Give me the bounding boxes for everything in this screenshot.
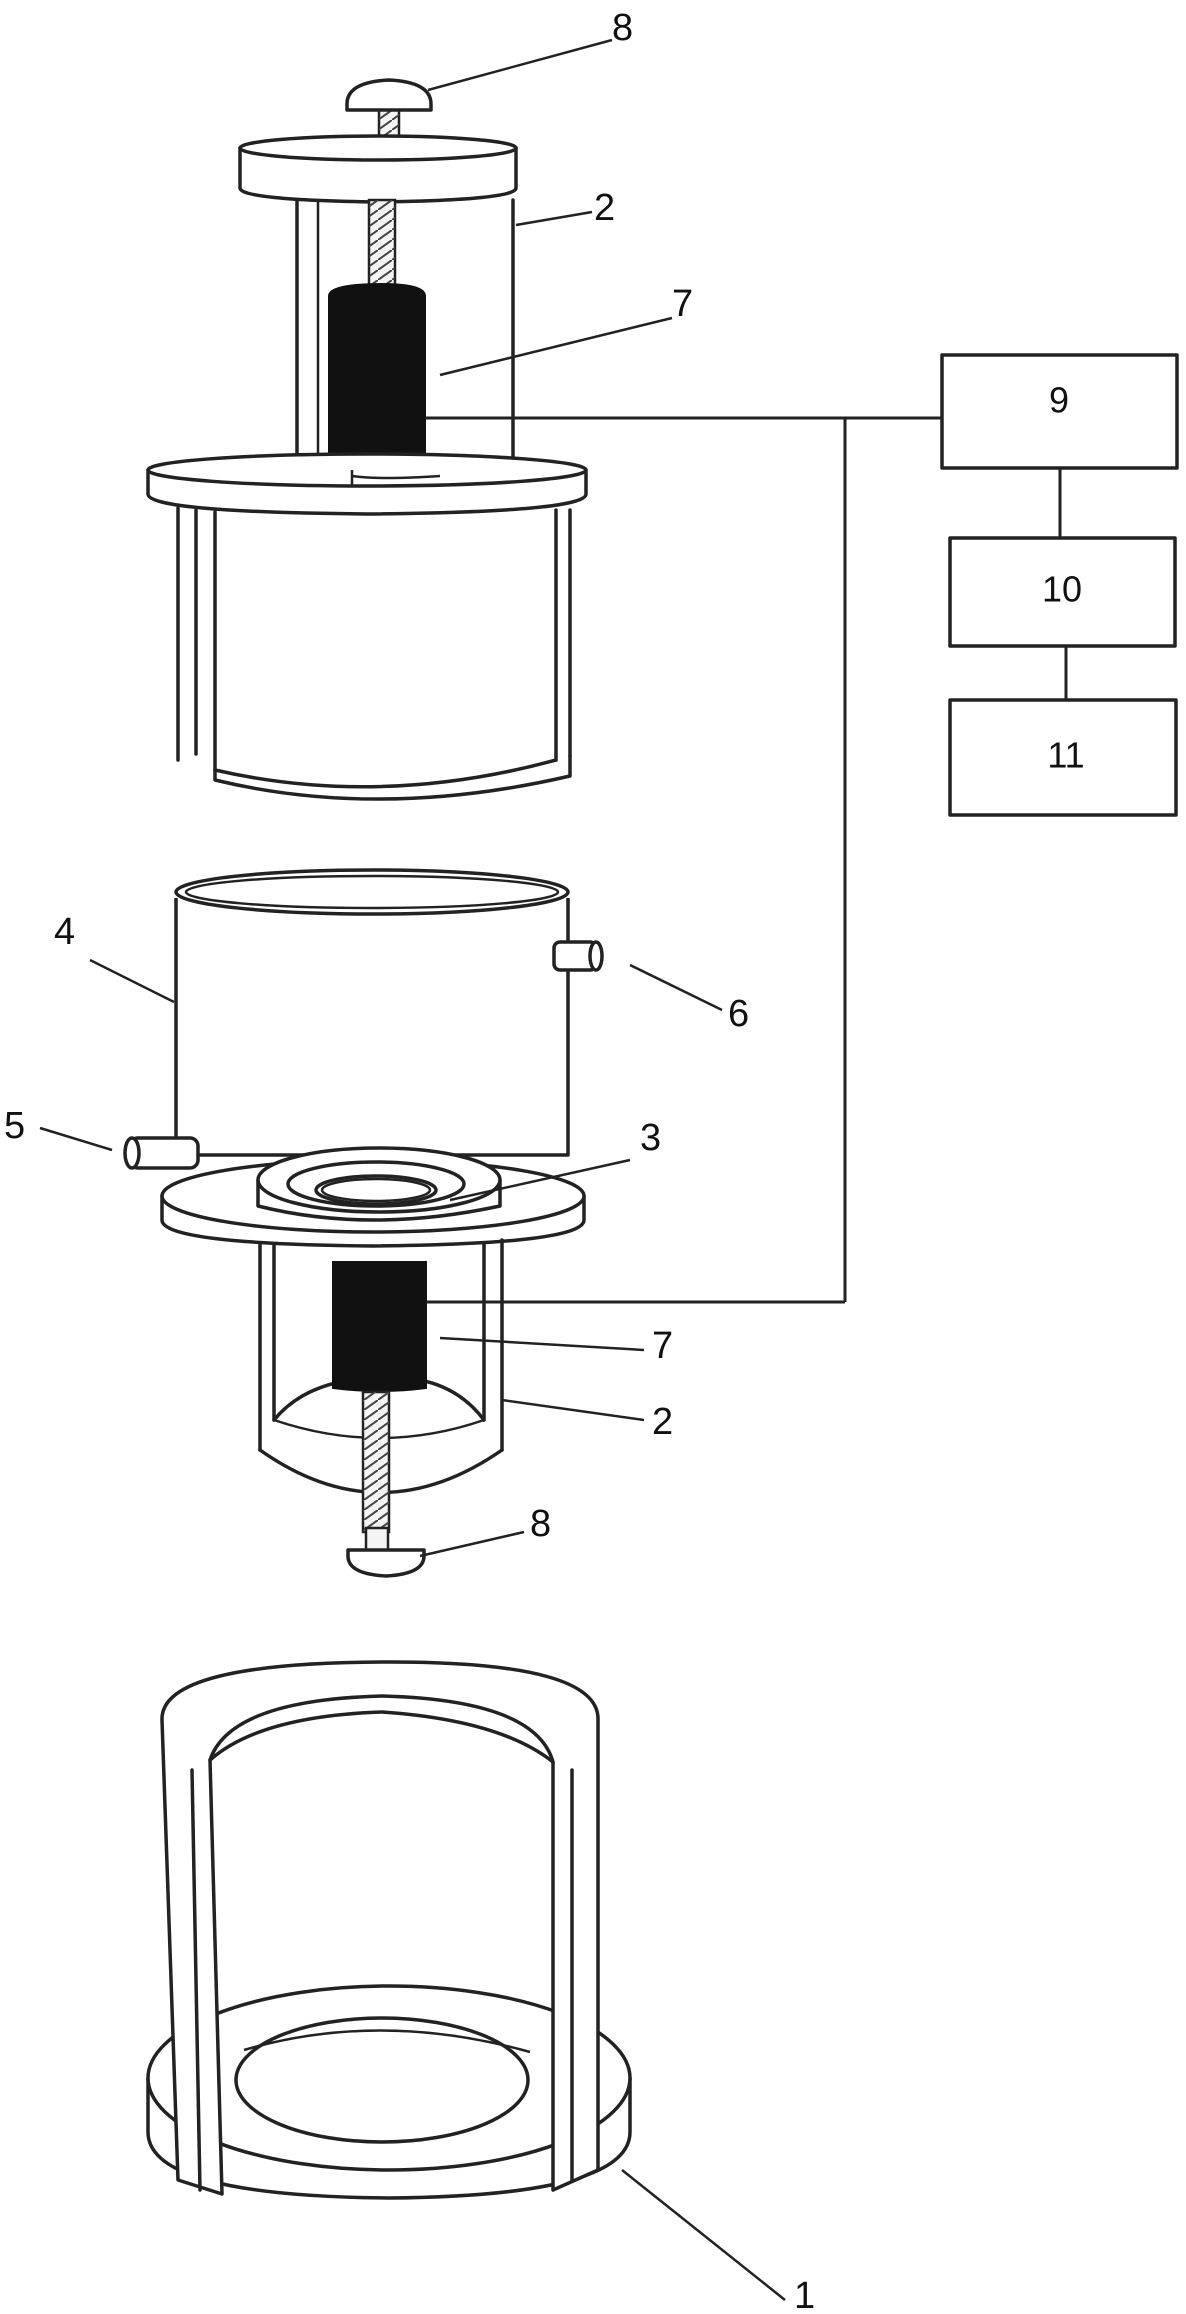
label-5: 5 bbox=[4, 1105, 25, 1147]
top-actuator bbox=[328, 282, 426, 470]
lower-cylinder-assembly bbox=[258, 1238, 504, 1578]
label-4: 4 bbox=[54, 911, 75, 953]
box-10-label: 10 bbox=[1042, 569, 1082, 610]
top-big-cylinder bbox=[176, 506, 572, 801]
port-6 bbox=[552, 940, 604, 972]
box-11-label: 11 bbox=[1047, 735, 1084, 776]
label-8-bottom: 8 bbox=[530, 1503, 551, 1545]
leader-lines bbox=[39, 38, 786, 2301]
label-2-bottom: 2 bbox=[652, 1401, 673, 1443]
box-10: 10 bbox=[948, 536, 1177, 648]
label-8-top: 8 bbox=[612, 7, 633, 49]
label-3: 3 bbox=[640, 1117, 661, 1159]
part-labels: 8 2 7 4 6 5 3 7 2 8 1 bbox=[4, 7, 815, 2314]
bottom-flange-assembly bbox=[160, 1146, 586, 1248]
top-flange bbox=[146, 452, 588, 516]
bottom-screw bbox=[346, 1526, 426, 1578]
bottom-threaded-rod bbox=[361, 1390, 391, 1534]
label-2-top: 2 bbox=[594, 187, 615, 229]
box-9-label: 9 bbox=[1049, 380, 1069, 421]
label-7-top: 7 bbox=[672, 283, 693, 325]
middle-vessel bbox=[123, 868, 604, 1170]
label-7-bottom: 7 bbox=[652, 1325, 673, 1367]
top-threaded-rod bbox=[367, 198, 397, 288]
box-9: 9 bbox=[940, 353, 1179, 470]
base-part-1 bbox=[146, 1660, 632, 2200]
label-6: 6 bbox=[728, 993, 749, 1035]
ring-part-3 bbox=[256, 1146, 502, 1222]
wiring bbox=[425, 416, 1068, 1304]
label-1: 1 bbox=[794, 2275, 815, 2314]
port-5 bbox=[123, 1136, 200, 1170]
top-disc bbox=[238, 134, 518, 204]
bottom-actuator bbox=[332, 1261, 427, 1392]
top-assembly bbox=[146, 78, 588, 801]
box-11: 11 bbox=[948, 698, 1178, 817]
